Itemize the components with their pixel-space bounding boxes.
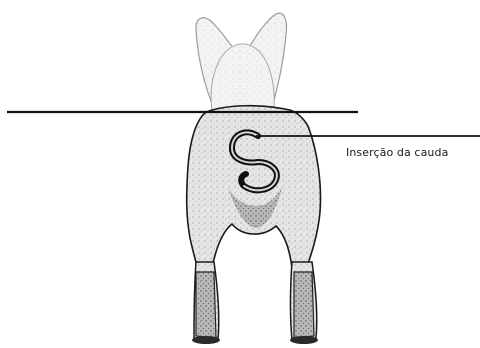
left-paw [192, 336, 220, 344]
left-hock [196, 272, 216, 338]
tail-set-label: Inserção da cauda [346, 146, 448, 159]
hind-legs [192, 262, 318, 344]
dog-head [196, 13, 287, 110]
right-hock [294, 272, 314, 338]
right-paw [290, 336, 318, 344]
